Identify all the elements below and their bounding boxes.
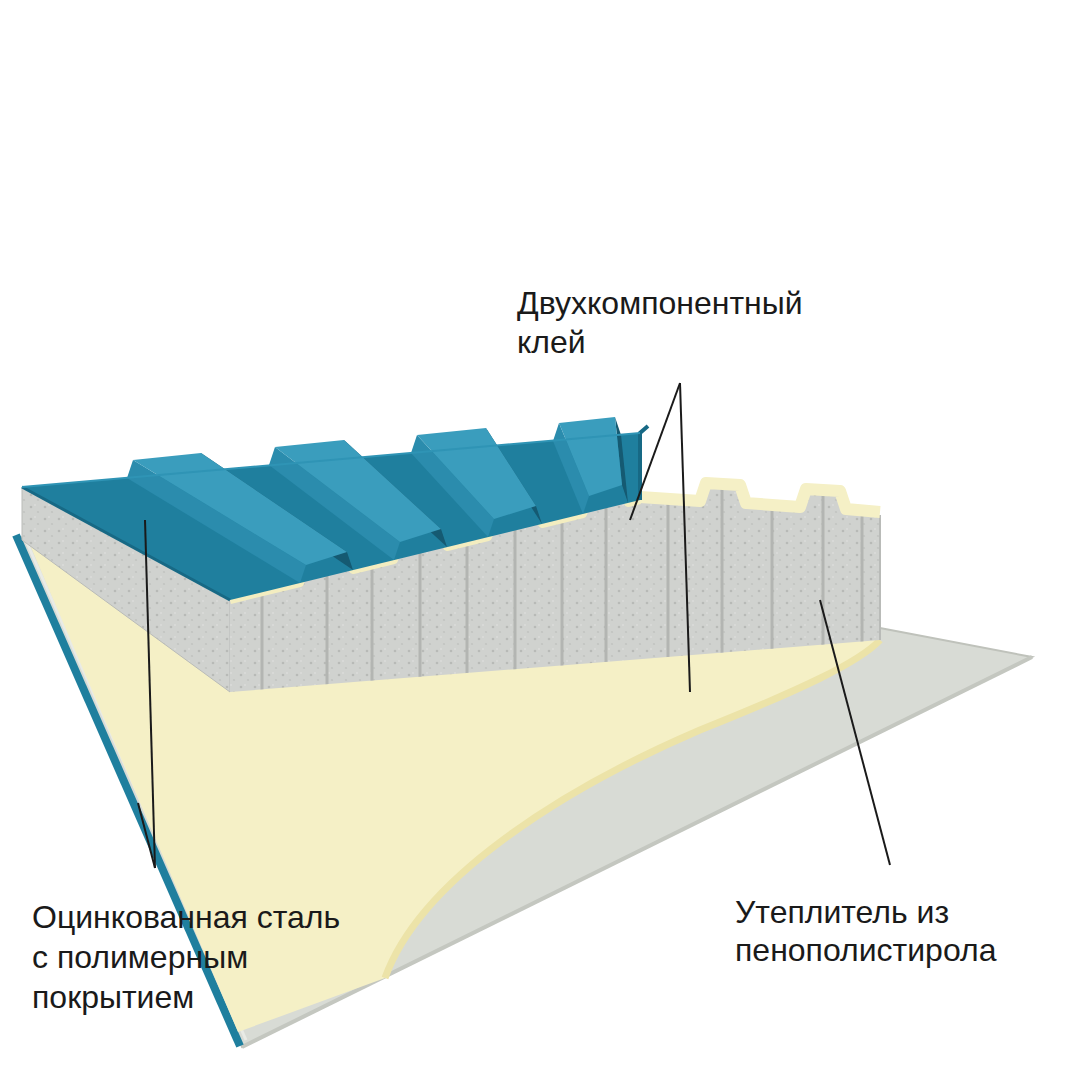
adhesive-exposed-top [640,483,880,512]
top-sheet-back-edge [22,433,640,487]
top-steel-sheet [22,433,640,600]
foam-right-edge [879,515,881,640]
leader-lines [138,383,890,868]
steel-ribs [127,417,628,583]
top-sheet-left-edge [22,487,230,600]
callout-label: Оцинкованная сталь с полимерным покрытие… [32,897,352,1017]
callout-label: Двухкомпонентный клей [517,284,847,362]
callout-label: Утеплитель из пенополистирола [735,893,1055,969]
